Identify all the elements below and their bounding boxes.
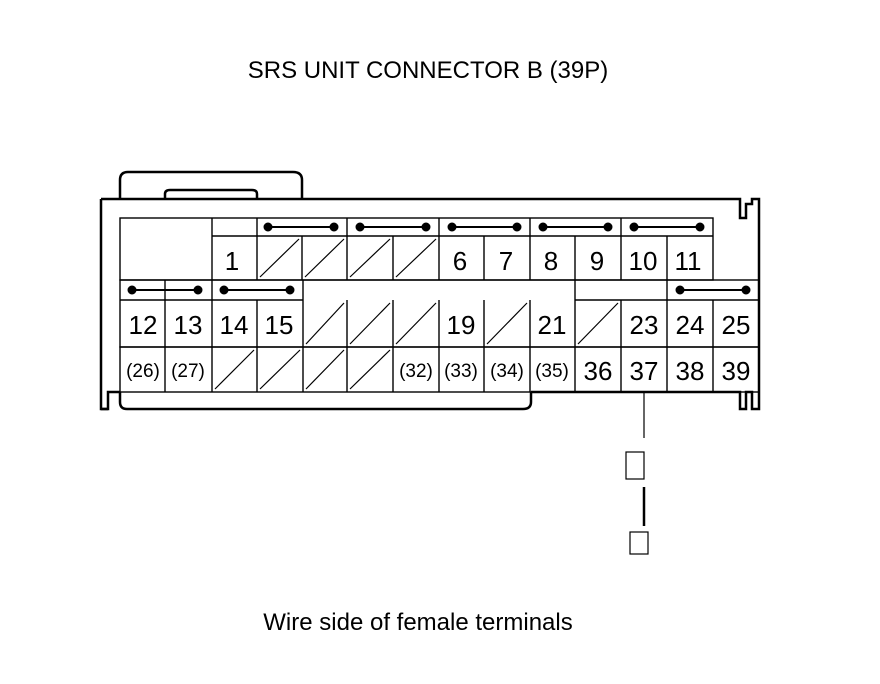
diagram-caption: Wire side of female terminals [263, 609, 572, 636]
terminal-32-label: (32) [399, 361, 433, 382]
terminal-12-label: 12 [129, 310, 158, 340]
terminal-14-label: 14 [220, 310, 249, 340]
terminal-19-label: 19 [447, 310, 476, 340]
test-probe [625, 392, 649, 555]
terminal-37-label: 37 [630, 356, 659, 386]
terminal-38-label: 38 [676, 356, 705, 386]
terminal-27-label: (27) [171, 361, 205, 382]
terminal-26-label: (26) [126, 361, 160, 382]
shorting-bars [127, 222, 751, 295]
empty-cavity-marks [214, 238, 619, 390]
diagram-title: SRS UNIT CONNECTOR B (39P) [248, 57, 609, 84]
terminal-33-label: (33) [444, 361, 478, 382]
terminal-7-label: 7 [499, 246, 513, 276]
terminal-9-label: 9 [590, 246, 604, 276]
terminal-21-label: 21 [538, 310, 567, 340]
terminal-39-label: 39 [722, 356, 751, 386]
terminal-10-label: 10 [629, 246, 658, 276]
terminal-11-label: 11 [675, 246, 702, 276]
terminal-35-label: (35) [535, 361, 569, 382]
terminal-6-label: 6 [453, 246, 467, 276]
terminal-23-label: 23 [630, 310, 659, 340]
terminal-grid [119, 217, 760, 393]
terminal-8-label: 8 [544, 246, 558, 276]
terminal-34-label: (34) [490, 361, 524, 382]
terminal-24-label: 24 [676, 310, 705, 340]
terminal-25-label: 25 [722, 310, 751, 340]
terminal-labels: 1 6 7 8 9 10 11 12 13 14 15 19 21 23 24 … [126, 246, 750, 386]
terminal-1-label: 1 [225, 246, 239, 276]
terminal-13-label: 13 [174, 310, 203, 340]
terminal-15-label: 15 [265, 310, 294, 340]
terminal-36-label: 36 [584, 356, 613, 386]
